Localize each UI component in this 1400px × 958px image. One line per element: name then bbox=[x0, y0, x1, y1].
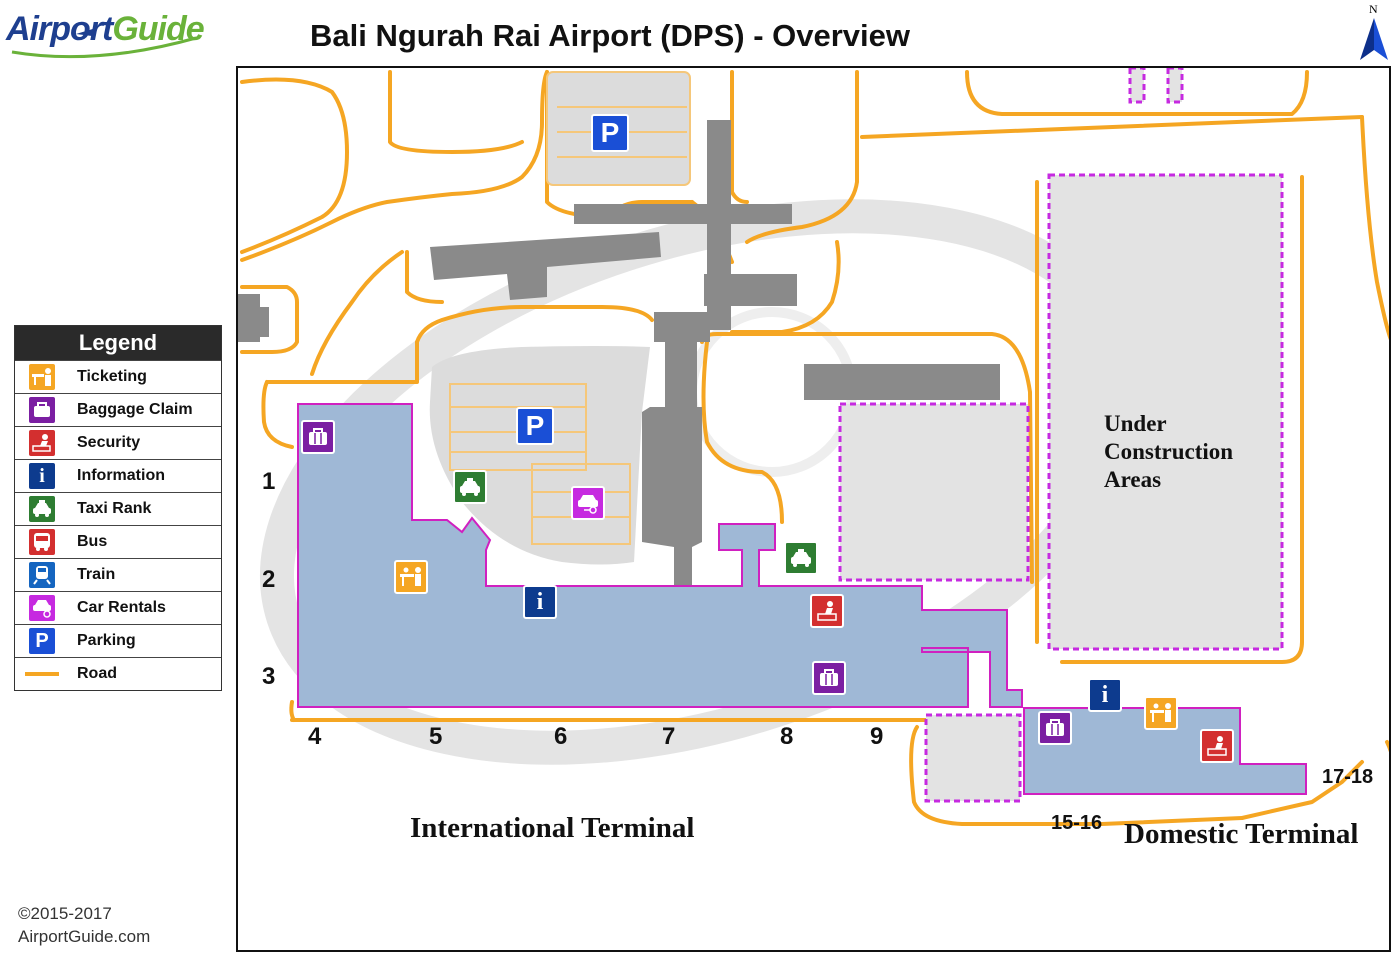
legend-label-car-rentals: Car Rentals bbox=[77, 599, 166, 616]
legend-item-parking: P Parking bbox=[15, 624, 221, 657]
ticketing-intl-icon[interactable] bbox=[394, 560, 428, 594]
parking-central-icon[interactable]: P bbox=[516, 407, 554, 445]
information-icon: i bbox=[29, 463, 55, 489]
legend-item-taxi: Taxi Rank bbox=[15, 492, 221, 525]
copyright: ©2015-2017 AirportGuide.com bbox=[18, 902, 150, 948]
gate-17-18-label: 17-18 bbox=[1322, 766, 1374, 788]
logo-swoosh-icon bbox=[11, 28, 197, 59]
baggage-claim-domestic-icon[interactable] bbox=[1038, 711, 1072, 745]
security-icon bbox=[29, 430, 55, 456]
taxi-icon bbox=[29, 496, 55, 522]
copyright-years: ©2015-2017 bbox=[18, 904, 112, 923]
road-swatch bbox=[25, 672, 59, 676]
airport-map[interactable]: P P i i Under Construction Areas 1 2 3 4… bbox=[236, 66, 1391, 952]
gate-3-label: 3 bbox=[262, 663, 276, 690]
baggage-claim-intl-2-icon[interactable] bbox=[812, 661, 846, 695]
logo-guide-text: Guide bbox=[112, 10, 204, 48]
ticketing-domestic-icon[interactable] bbox=[1144, 696, 1178, 730]
gate-5-label: 5 bbox=[429, 723, 443, 750]
gate-8-label: 8 bbox=[780, 723, 794, 750]
construction-line3: Areas bbox=[1104, 467, 1162, 492]
gate-2-label: 2 bbox=[262, 566, 276, 593]
legend-label-road: Road bbox=[77, 665, 117, 682]
baggage-claim-intl-1-icon[interactable] bbox=[301, 420, 335, 454]
legend-title: Legend bbox=[15, 326, 221, 360]
baggage-icon bbox=[29, 397, 55, 423]
legend-item-bus: Bus bbox=[15, 525, 221, 558]
legend-item-train: Train bbox=[15, 558, 221, 591]
north-label: N bbox=[1369, 2, 1378, 16]
information-intl-icon[interactable]: i bbox=[523, 585, 557, 619]
legend-label-taxi: Taxi Rank bbox=[77, 500, 152, 517]
legend-item-baggage: Baggage Claim bbox=[15, 393, 221, 426]
legend-label-information: Information bbox=[77, 467, 165, 484]
gate-7-label: 7 bbox=[662, 723, 676, 750]
gate-15-16-label: 15-16 bbox=[1051, 812, 1103, 834]
legend-label-train: Train bbox=[77, 566, 116, 583]
gate-1-label: 1 bbox=[262, 468, 276, 495]
legend-panel: Legend Ticketing Baggage Claim Security … bbox=[14, 325, 222, 691]
train-icon bbox=[29, 562, 55, 588]
international-terminal-label: International Terminal bbox=[410, 812, 695, 844]
domestic-terminal-label: Domestic Terminal bbox=[1124, 818, 1359, 850]
page-title: Bali Ngurah Rai Airport (DPS) - Overview bbox=[309, 18, 911, 53]
parking-north-icon[interactable]: P bbox=[591, 114, 629, 152]
car-rental-icon[interactable] bbox=[571, 486, 605, 520]
legend-item-security: Security bbox=[15, 426, 221, 459]
legend-item-car-rentals: Car Rentals bbox=[15, 591, 221, 624]
gate-4-label: 4 bbox=[308, 723, 322, 750]
airportguide-logo[interactable]: AirportGuide bbox=[6, 4, 206, 66]
construction-line1: Under bbox=[1104, 411, 1167, 436]
gate-6-label: 6 bbox=[554, 723, 568, 750]
construction-line2: Construction bbox=[1104, 439, 1234, 464]
construction-label: Under Construction Areas bbox=[1104, 410, 1233, 494]
taxi-rank-intl-icon[interactable] bbox=[453, 470, 487, 504]
copyright-site[interactable]: AirportGuide.com bbox=[18, 927, 151, 946]
north-arrow-icon: N bbox=[1356, 2, 1392, 64]
taxi-rank-domestic-side-icon[interactable] bbox=[784, 541, 818, 575]
legend-label-security: Security bbox=[77, 434, 141, 451]
legend-item-road: Road bbox=[15, 657, 221, 690]
security-intl-icon[interactable] bbox=[810, 594, 844, 628]
legend-item-ticketing: Ticketing bbox=[15, 360, 221, 393]
map-canvas bbox=[238, 68, 1389, 826]
car-rental-icon bbox=[29, 595, 55, 621]
security-domestic-icon[interactable] bbox=[1200, 729, 1234, 763]
legend-label-ticketing: Ticketing bbox=[77, 368, 147, 385]
legend-item-information: i Information bbox=[15, 459, 221, 492]
gate-9-label: 9 bbox=[870, 723, 884, 750]
ticketing-icon bbox=[29, 364, 55, 390]
parking-icon: P bbox=[29, 628, 55, 654]
information-domestic-icon[interactable]: i bbox=[1088, 678, 1122, 712]
legend-label-baggage: Baggage Claim bbox=[77, 401, 193, 418]
legend-label-parking: Parking bbox=[77, 632, 136, 649]
bus-icon bbox=[29, 529, 55, 555]
legend-label-bus: Bus bbox=[77, 533, 108, 550]
